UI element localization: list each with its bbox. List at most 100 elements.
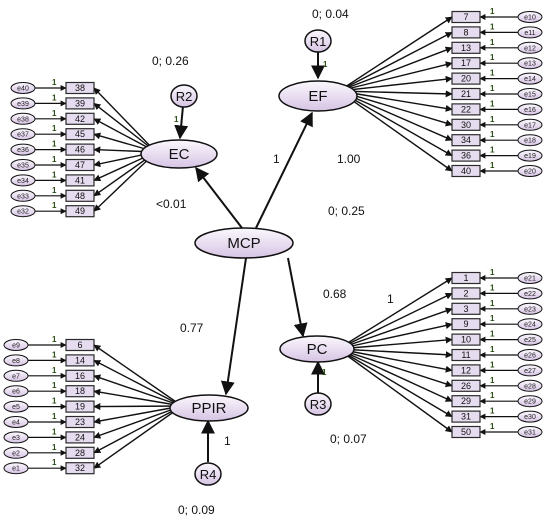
ec-indicator-box	[65, 143, 95, 156]
pc-loading-arrow	[337, 348, 453, 418]
ppir-fixed-one: 1	[52, 443, 57, 452]
pc-indicator-label: 9	[463, 319, 468, 329]
ppir-indicator-box	[65, 400, 95, 413]
residual-r1-circle	[304, 29, 332, 53]
path-mcp-to-ec	[195, 166, 243, 229]
pc-indicator-label: 29	[461, 396, 471, 406]
ef-indicator-box	[451, 10, 481, 24]
path-mcp-to-ef	[255, 111, 313, 229]
ef-fixed-one: 1	[490, 130, 495, 139]
ef-error-label: e19	[524, 153, 536, 160]
ec-indicator-box	[65, 97, 95, 110]
ppir-fixed-one: 1	[52, 366, 57, 375]
ppir-loading-arrow	[93, 374, 183, 407]
pc-loading-arrow	[337, 348, 453, 373]
residual-r2-circle	[170, 84, 198, 108]
latent-pc: PC	[279, 335, 355, 363]
ppir-indicator-label: 14	[75, 355, 85, 365]
residual-r2: R2	[170, 84, 198, 108]
ec-indicator-box	[65, 81, 95, 95]
ec-loading-arrow	[93, 151, 157, 212]
residual-r4: R4	[194, 462, 222, 486]
ef-error-ellipse	[517, 134, 543, 147]
latent-mcp-ellipse	[194, 227, 294, 259]
residual-r3-circle	[304, 392, 332, 416]
ef-fixed-one: 1	[490, 99, 495, 108]
residual-r3-label: R3	[310, 397, 327, 412]
ec-indicator-box	[65, 158, 95, 172]
ef-loading-arrow	[338, 31, 453, 92]
ec-indicator-box	[65, 128, 95, 141]
ec-indicator-box	[65, 112, 95, 125]
pc-indicator-label: 1	[463, 273, 468, 283]
pc-error-ellipse	[517, 272, 543, 284]
ppir-loading-arrow	[93, 344, 183, 407]
pc-indicator-box	[451, 364, 481, 377]
ef-indicator-label: 21	[461, 89, 471, 99]
ppir-loading-arrow	[93, 403, 183, 411]
ec-error-label: e38	[17, 116, 29, 123]
ec-error-ellipse	[10, 143, 36, 156]
ef-indicator-box	[451, 149, 481, 162]
ec-indicator-box	[65, 189, 95, 202]
pc-error-label: e27	[524, 368, 536, 375]
pc-fixed-one: 1	[490, 422, 495, 431]
ef-error-ellipse	[517, 165, 543, 177]
ef-error-label: e18	[524, 138, 536, 145]
ef-loading-arrow	[338, 46, 453, 92]
ef-fixed-one: 1	[490, 38, 495, 47]
ef-fixed-one: 1	[490, 115, 495, 124]
pc-error-label: e24	[524, 322, 536, 329]
pc-loading-arrow	[337, 336, 453, 350]
ppir-error-label: e9	[12, 343, 20, 350]
ef-loading-arrow	[338, 90, 453, 141]
ppir-error-ellipse	[3, 446, 29, 459]
latent-ec-label: EC	[169, 146, 190, 163]
ec-error-ellipse	[10, 189, 36, 202]
ef-indicator-label: 30	[461, 120, 471, 130]
ppir-loading-arrow	[93, 405, 183, 469]
ppir-indicator-label: 6	[77, 340, 82, 350]
pc-error-ellipse	[517, 379, 543, 392]
ef-error-label: e13	[524, 61, 536, 68]
mcp-variance-estimate: 0; 0.25	[328, 204, 365, 218]
pc-error-ellipse	[517, 395, 543, 408]
ppir-indicator-label: 16	[75, 371, 85, 381]
ppir-indicator-label: 24	[75, 432, 85, 442]
ec-error-ellipse	[10, 159, 36, 171]
ef-indicator-label: 34	[461, 135, 471, 145]
ef-fixed-one: 1	[490, 53, 495, 62]
latent-pc-label: PC	[307, 341, 328, 358]
path-mcp-pc-estimate: 0.68	[323, 287, 347, 301]
r2-fixed-one: 1	[174, 115, 179, 124]
ec-indicator-label: 42	[75, 114, 85, 124]
ppir-error-ellipse	[3, 416, 29, 428]
ppir-indicator-box	[65, 338, 95, 352]
ppir-fixed-one: 1	[52, 412, 57, 421]
ec-error-label: e32	[17, 209, 29, 216]
pc-error-ellipse	[517, 364, 543, 377]
ec-error-ellipse	[10, 82, 36, 94]
ef-error-label: e15	[524, 92, 536, 99]
pc-error-ellipse	[517, 318, 543, 331]
latent-mcp-label: MCP	[227, 235, 260, 252]
pc-fixed-one: 1	[490, 268, 495, 277]
pc-error-label: e29	[524, 399, 536, 406]
pc-indicator-box	[451, 302, 481, 315]
ef-error-label: e20	[524, 169, 536, 176]
pc-fixed-one: 1	[490, 360, 495, 369]
residual-r1-label: R1	[310, 34, 327, 49]
ppir-error-label: e6	[12, 389, 20, 396]
ef-error-ellipse	[517, 57, 543, 70]
pc-fixed-one: 1	[490, 330, 495, 339]
r3-fixed-one: 1	[322, 368, 327, 377]
ef-residual-estimate: 0; 0.04	[312, 7, 349, 21]
ppir-loading-arrow	[93, 405, 183, 454]
ef-fixed-one: 1	[490, 22, 495, 31]
ppir-error-label: e1	[12, 466, 20, 473]
ppir-loading-arrow	[93, 405, 183, 439]
pc-indicator-box	[451, 379, 481, 392]
pc-indicator-box	[451, 271, 481, 285]
ppir-indicator-box	[65, 369, 95, 382]
